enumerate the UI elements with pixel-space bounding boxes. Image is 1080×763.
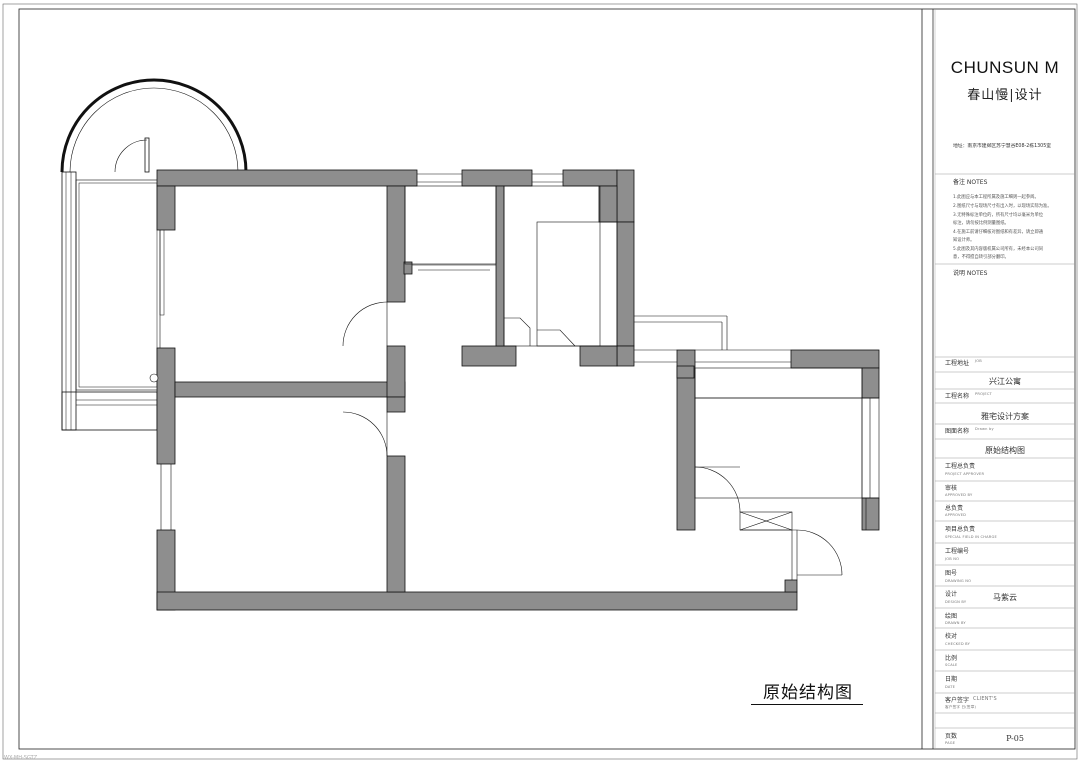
outer-frame [2, 3, 1078, 760]
project-approver-sub: PROJECT APPROVER [945, 472, 985, 476]
chief-sub: APPROVED [945, 513, 967, 517]
note-line: 意，不得擅自转引部分翻印。 [953, 255, 1009, 260]
inner-frame [18, 8, 1076, 750]
scale-label: 比例 [945, 655, 958, 662]
design-sub: DESIGN BY [945, 600, 967, 604]
page-number: P-05 [1006, 734, 1024, 743]
date-sub: DATE [945, 685, 956, 689]
checked-label: 校对 [945, 633, 958, 640]
client-sub-en: CLIENT'S [973, 696, 997, 702]
note-line: 标注，请勿按比例测量图纸。 [953, 221, 1009, 226]
approved-by-label: 审核 [945, 485, 958, 492]
job-no-label: 工程编号 [945, 548, 970, 555]
plan-title: 原始结构图 [763, 683, 853, 703]
design-label: 设计 [945, 591, 958, 598]
date-label: 日期 [945, 676, 958, 683]
job-location-label: 工程地址 [945, 360, 970, 367]
drawn-sub: DRAWN BY [945, 621, 966, 625]
door-swing [796, 529, 843, 576]
balcony-arc [60, 78, 248, 173]
project-name-sub: PROJECT [975, 392, 992, 396]
drawing-name-value: 原始结构图 [985, 446, 1025, 455]
project-name-value: 雅宅设计方案 [981, 412, 1029, 421]
description-title: 说明 NOTES [953, 270, 988, 277]
note-line: 知设计师。 [953, 238, 975, 243]
note-line: 5.此图及其内容版权属公司所有，未经本公司同 [953, 247, 1044, 252]
scale-sub: SCALE [945, 663, 958, 667]
watermark: WX-MH-SGTZ [4, 755, 38, 761]
project-approver-label: 工程总负责 [945, 463, 976, 470]
client-sub: 客户签字 日(签章) [945, 705, 977, 709]
wall [156, 169, 418, 187]
brand-name-cn: 春山慢|设计 [967, 88, 1043, 103]
designer-name: 马紫云 [993, 593, 1017, 602]
project-name-label: 工程名称 [945, 393, 970, 400]
note-line: 3.无特殊标注单位的，所有尺寸均以毫米为单位 [953, 213, 1044, 218]
notes-title: 备注 NOTES [953, 179, 988, 186]
company-address: 地址：南京市建邺区苏宁慧谷E08-2栋1305室 [953, 144, 1052, 149]
drawing-no-label: 图号 [945, 570, 958, 577]
note-line: 4.在施工前请仔细核对图纸和有差异，请立即通 [953, 230, 1044, 235]
door-swing [342, 411, 388, 457]
job-no-sub: JOB NO [945, 557, 960, 561]
special-field-sub: SPECIAL FIELD IN CHARGE [945, 535, 997, 539]
approved-by-sub: APPROVED BY [945, 493, 973, 497]
door-swing [342, 301, 388, 347]
drawing-name-sub: Drawn by [975, 427, 994, 431]
drawn-label: 绘图 [945, 613, 958, 620]
note-line: 2.图纸尺寸与现场尺寸有出入时，以现场实际为准。 [953, 204, 1052, 209]
drawing-name-label: 图面名称 [945, 428, 970, 435]
brand-name: CHUNSUN M [950, 58, 1060, 77]
chief-label: 总负责 [945, 505, 964, 512]
drawing-no-sub: DRAWING NO [945, 579, 972, 583]
job-location-sub: JOB [975, 359, 982, 363]
page-sub: PAGE [945, 741, 956, 745]
special-field-label: 项目总负责 [945, 526, 976, 533]
client-label: 客户签字 [945, 697, 970, 704]
note-line: 1.此图应与本工程所属及施工细则一起参阅。 [953, 195, 1039, 200]
page-label: 页数 [945, 733, 958, 740]
door-swing [694, 466, 741, 513]
plan-title-underline [751, 704, 863, 705]
wall [156, 591, 798, 611]
title-block-lines [935, 173, 1075, 729]
job-location-value: 兴江公寓 [989, 377, 1021, 386]
floor-plan [60, 78, 880, 611]
checked-sub: CHECKED BY [945, 642, 970, 646]
